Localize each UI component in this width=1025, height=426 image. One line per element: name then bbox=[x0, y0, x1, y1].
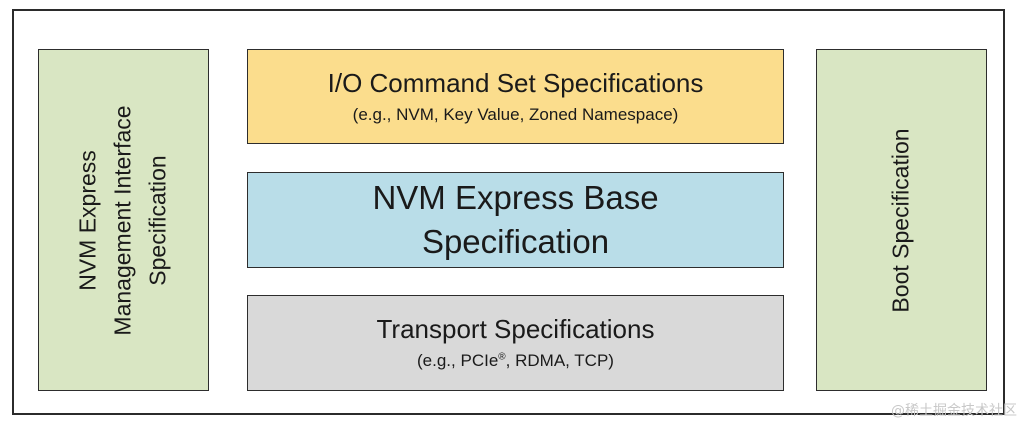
base-spec-box: NVM Express Base Specification bbox=[247, 172, 784, 268]
transport-subtitle-prefix: (e.g., PCIe bbox=[417, 351, 499, 370]
watermark: @稀土掘金技术社区 bbox=[891, 403, 1017, 419]
transport-spec-box: Transport Specifications (e.g., PCIe®, R… bbox=[247, 295, 784, 391]
transport-subtitle-suffix: , RDMA, TCP) bbox=[505, 351, 614, 370]
management-interface-line-2: Management Interface bbox=[110, 104, 137, 336]
registered-mark: ® bbox=[498, 351, 506, 363]
io-command-set-spec-box: I/O Command Set Specifications (e.g., NV… bbox=[247, 49, 784, 144]
transport-spec-subtitle: (e.g., PCIe®, RDMA, TCP) bbox=[417, 349, 614, 373]
management-interface-line-1: NVM Express bbox=[75, 149, 102, 291]
management-interface-spec-label: NVM Express Management Interface Specifi… bbox=[71, 105, 176, 335]
base-spec-title-line-2: Specification bbox=[421, 223, 610, 260]
management-interface-line-3: Specification bbox=[145, 154, 172, 286]
base-spec-title-line-1: NVM Express Base bbox=[372, 179, 659, 216]
management-interface-spec-box: NVM Express Management Interface Specifi… bbox=[38, 49, 209, 391]
io-command-set-title: I/O Command Set Specifications bbox=[327, 67, 704, 98]
io-command-set-subtitle: (e.g., NVM, Key Value, Zoned Namespace) bbox=[352, 104, 679, 124]
boot-spec-box: Boot Specification bbox=[816, 49, 987, 391]
boot-spec-label: Boot Specification bbox=[888, 127, 914, 313]
transport-spec-title: Transport Specifications bbox=[376, 314, 655, 344]
